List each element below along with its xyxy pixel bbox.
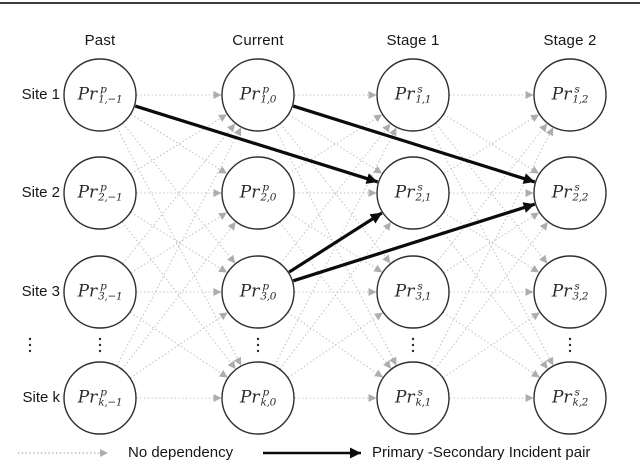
graph-node bbox=[63, 361, 137, 435]
ellipsis-dot bbox=[98, 337, 102, 341]
ellipsis-dot bbox=[28, 343, 32, 347]
incident-arrow bbox=[288, 211, 383, 274]
incident-arrow bbox=[134, 104, 379, 184]
dependency-edge bbox=[442, 311, 541, 379]
graph-node bbox=[376, 156, 450, 230]
vertical-ellipsis bbox=[28, 337, 572, 353]
ellipsis-dot bbox=[568, 343, 572, 347]
dependency-edge bbox=[130, 311, 228, 379]
dependency-edge bbox=[429, 127, 554, 366]
graph-node bbox=[533, 156, 607, 230]
ellipsis-dot bbox=[28, 349, 32, 353]
graph-node bbox=[63, 156, 137, 230]
dependency-edge bbox=[434, 221, 549, 370]
dependency-edge bbox=[121, 221, 237, 370]
dependency-edge bbox=[274, 127, 397, 366]
graph-node bbox=[221, 156, 295, 230]
dependency-edge bbox=[279, 221, 392, 370]
dependency-edge bbox=[121, 221, 237, 370]
dependency-edge bbox=[288, 114, 383, 174]
graph-node bbox=[63, 255, 137, 329]
graph-node bbox=[533, 58, 607, 132]
incident-arrows bbox=[134, 104, 536, 283]
graph-node bbox=[376, 58, 450, 132]
incident-arrow bbox=[292, 202, 536, 283]
dependency-edge bbox=[435, 123, 548, 264]
dependency-edge bbox=[116, 127, 242, 366]
graph-node bbox=[376, 255, 450, 329]
graph-node bbox=[533, 255, 607, 329]
graph-node bbox=[63, 58, 137, 132]
dependency-edge bbox=[130, 211, 228, 274]
ellipsis-dot bbox=[256, 343, 260, 347]
nodes bbox=[63, 58, 607, 435]
ellipsis-dot bbox=[568, 337, 572, 341]
ellipsis-dot bbox=[256, 349, 260, 353]
top-rule bbox=[0, 2, 640, 4]
dependency-edge bbox=[288, 212, 383, 273]
dependency-edge bbox=[130, 211, 228, 274]
dependency-edge bbox=[130, 311, 228, 379]
ellipsis-dot bbox=[568, 349, 572, 353]
ellipsis-dot bbox=[28, 337, 32, 341]
graph-node bbox=[376, 361, 450, 435]
dependency-edge bbox=[288, 114, 383, 174]
dependency-edge bbox=[434, 221, 549, 370]
graph-node bbox=[221, 58, 295, 132]
graph-node bbox=[533, 361, 607, 435]
graph-node bbox=[221, 361, 295, 435]
dependency-edges bbox=[116, 91, 554, 402]
dependency-edge bbox=[435, 123, 548, 264]
ellipsis-dot bbox=[411, 349, 415, 353]
dependency-edge bbox=[287, 312, 384, 378]
ellipsis-dot bbox=[411, 337, 415, 341]
ellipsis-dot bbox=[98, 343, 102, 347]
ellipsis-dot bbox=[256, 337, 260, 341]
ellipsis-dot bbox=[98, 349, 102, 353]
ellipsis-dot bbox=[411, 343, 415, 347]
graph-node bbox=[221, 255, 295, 329]
incident-arrow bbox=[292, 104, 536, 184]
